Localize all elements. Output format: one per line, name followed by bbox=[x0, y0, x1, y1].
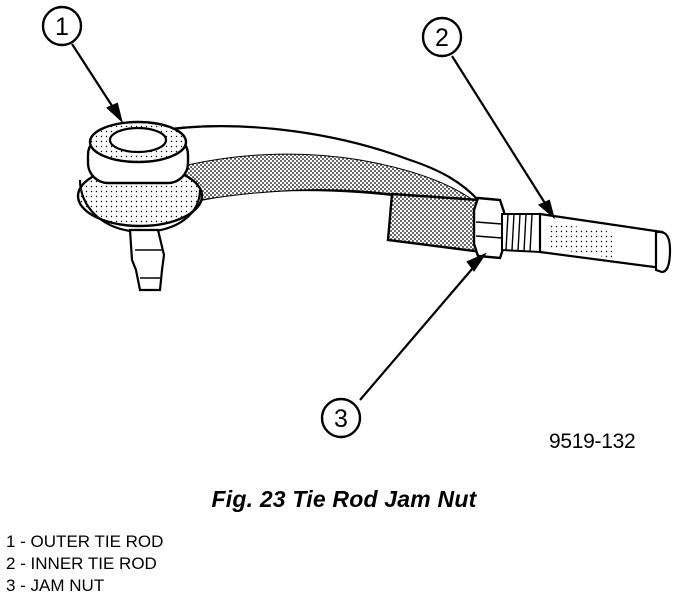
tie-rod-illustration: 1 2 3 bbox=[41, 5, 672, 439]
svg-text:1: 1 bbox=[55, 13, 69, 41]
inner-tie-rod bbox=[501, 212, 672, 274]
legend-item-inner-tie-rod: 2 - INNER TIE ROD bbox=[6, 554, 157, 573]
callout-3: 3 bbox=[320, 397, 362, 439]
svg-text:2: 2 bbox=[435, 24, 449, 52]
outer-tie-rod bbox=[76, 120, 482, 292]
callout-1: 1 bbox=[41, 5, 83, 47]
legend-item-jam-nut: 3 - JAM NUT bbox=[6, 576, 105, 595]
callout-leaders bbox=[71, 43, 555, 401]
svg-text:3: 3 bbox=[334, 405, 348, 433]
legend-item-outer-tie-rod: 1 - OUTER TIE ROD bbox=[6, 532, 164, 551]
drawing-id: 9519-132 bbox=[549, 430, 636, 453]
figure-caption: Fig. 23 Tie Rod Jam Nut bbox=[211, 486, 477, 512]
legend: 1 - OUTER TIE ROD 2 - INNER TIE ROD 3 - … bbox=[6, 531, 163, 597]
callout-2: 2 bbox=[421, 16, 463, 58]
jam-nut bbox=[386, 192, 506, 260]
